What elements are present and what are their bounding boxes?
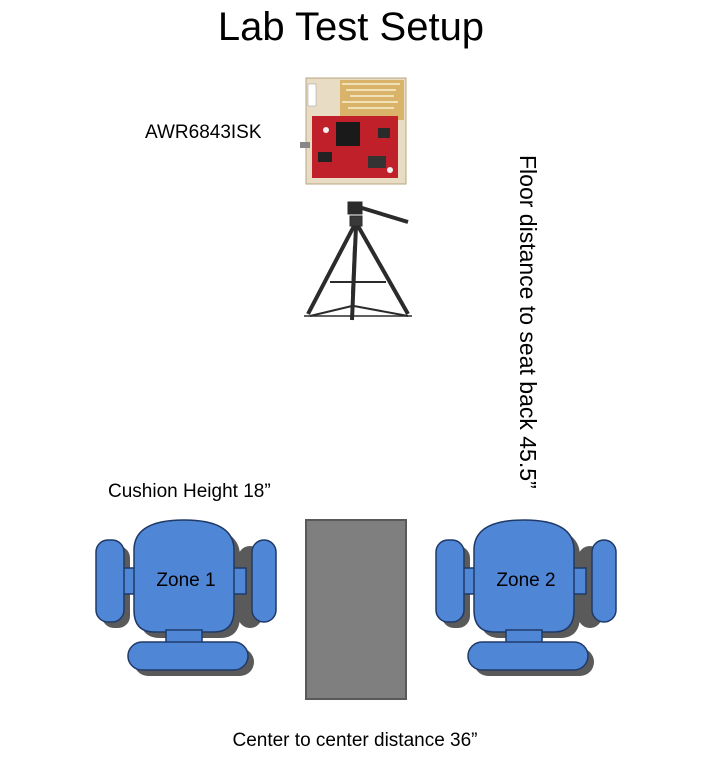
- seat-zone-1: [95, 519, 277, 676]
- radar-board-image: [300, 77, 407, 185]
- radar-board-on-tripod: [300, 77, 412, 321]
- zone-2-label: Zone 2: [496, 570, 556, 591]
- center-distance-label: Center to center distance 36”: [232, 730, 478, 751]
- tripod-image: [304, 201, 412, 321]
- board-label: AWR6843ISK: [145, 122, 262, 143]
- cushion-height-label: Cushion Height 18”: [108, 481, 271, 502]
- page-title: Lab Test Setup: [217, 5, 485, 49]
- table: [305, 519, 407, 700]
- zone-1-label: Zone 1: [156, 570, 216, 591]
- seat-zone-2: [435, 519, 617, 676]
- floor-distance-label: Floor distance to seat back 45.5”: [515, 155, 541, 489]
